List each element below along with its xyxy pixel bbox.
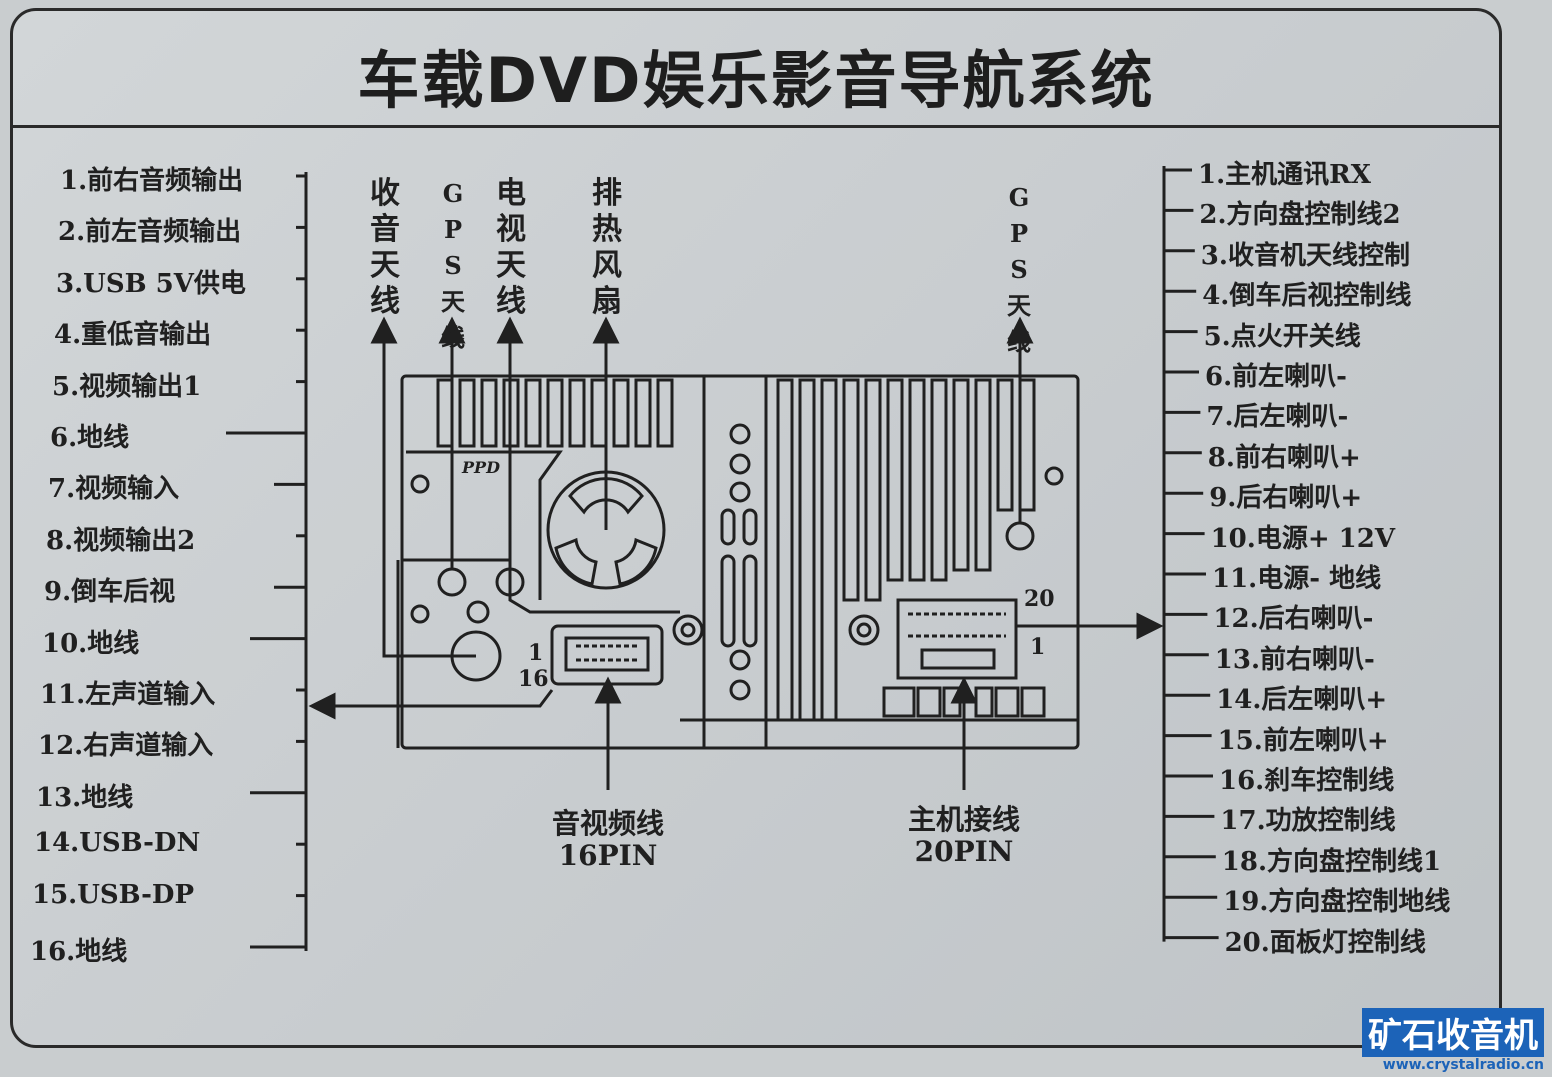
fan-icon [546,350,666,590]
right-pin-label: 20.面板灯控制线 [1224,927,1426,958]
right-pin-label: 11.电源- 地线 [1212,564,1382,594]
right-pin-label: 10.电源+ 12V [1210,523,1396,554]
main-cable-label: 主机接线 20PIN [888,804,1040,868]
av-pin-last: 16 [518,666,549,692]
label-gps-antenna: GPS天线 [441,179,465,352]
right-pin-label: 16.刹车控制线 [1219,766,1395,796]
right-pin-label: 15.前左喇叭+ [1217,725,1389,756]
right-pin-label: 18.方向盘控制线1 [1221,846,1442,877]
left-pin-label: 13.地线 [36,782,134,813]
right-pin-label: 3.收音机天线控制 [1200,240,1410,271]
label-radio-antenna: 收音天线 [370,176,400,319]
right-pin-label: 14.后左喇叭+ [1216,685,1388,716]
left-pin-label: 4.重低音输出 [54,320,212,351]
av-cable-pins: 16PIN [558,839,658,872]
left-pin-label: 2.前左音频输出 [58,217,242,248]
label-fan: 排热风扇 [592,176,622,319]
label-tv-antenna: 电视天线 [496,176,526,319]
heat-fins-right [776,378,1036,722]
watermark: 矿石收音机 www.crystalradio.cn [1362,1008,1544,1073]
right-pin-label: 19.方向盘控制地线 [1223,887,1451,918]
right-pin-label: 9.后右喇叭+ [1209,483,1363,514]
right-pin-label: 17.功放控制线 [1220,806,1396,837]
main-pin-first: 1 [1030,634,1046,660]
right-pin-label: 6.前左喇叭- [1205,362,1347,392]
label-gps-antenna-right: GPS天线 [1007,183,1031,356]
av-cable-label: 音视频线 16PIN [532,808,684,872]
right-pin-label: 5.点火开关线 [1203,321,1361,352]
right-pin-label: 13.前右喇叭- [1214,644,1375,675]
main-connector-20pin [896,598,1018,680]
left-pin-label: 6.地线 [50,423,130,453]
av-pin-first: 1 [528,640,544,666]
left-pin-label: 9.倒车后视 [44,577,176,608]
left-pin-label: 7.视频输入 [48,474,180,505]
diagram-title: 车载DVD娱乐影音导航系统 [357,44,1155,117]
left-pin-label: 15.USB-DP [32,879,195,910]
title-bar: 车载DVD娱乐影音导航系统 [10,8,1502,128]
brand-mark: PPD [462,458,500,477]
right-pin-label: 2.方向盘控制线2 [1199,200,1401,231]
right-pin-label: 8.前右喇叭+ [1207,442,1361,473]
right-pin-label: 7.后左喇叭- [1206,402,1349,433]
head-unit-body [396,350,1080,750]
left-pin-label: 8.视频输出2 [46,525,196,556]
main-cable-name: 主机接线 [907,803,1020,836]
left-pin-label: 5.视频输出1 [52,371,202,402]
heat-fins-top [436,378,674,448]
watermark-url: www.crystalradio.cn [1382,1057,1544,1073]
left-pin-label: 10.地线 [42,628,140,659]
right-pin-label: 12.后右喇叭- [1213,604,1374,635]
watermark-logo: 矿石收音机 [1362,1008,1544,1057]
right-pin-label: 4.倒车后视控制线 [1202,281,1412,312]
av-connector-16pin [550,624,664,686]
right-pin-leads [1162,166,1219,942]
left-pin-label: 1.前右音频输出 [60,166,244,196]
left-pin-label: 16.地线 [30,937,128,967]
av-cable-name: 音视频线 [551,807,664,840]
antenna-leads [308,316,1164,790]
left-pin-label: 11.左声道输入 [40,680,216,710]
left-pin-label: 12.右声道输入 [38,731,214,762]
left-pin-leads [226,172,308,951]
main-cable-pins: 20PIN [914,835,1014,868]
main-pin-last: 20 [1024,586,1055,612]
left-pin-label: 3.USB 5V供电 [56,268,246,299]
right-pin-label: 1.主机通讯RX [1198,160,1371,190]
left-pin-label: 14.USB-DN [34,828,201,859]
